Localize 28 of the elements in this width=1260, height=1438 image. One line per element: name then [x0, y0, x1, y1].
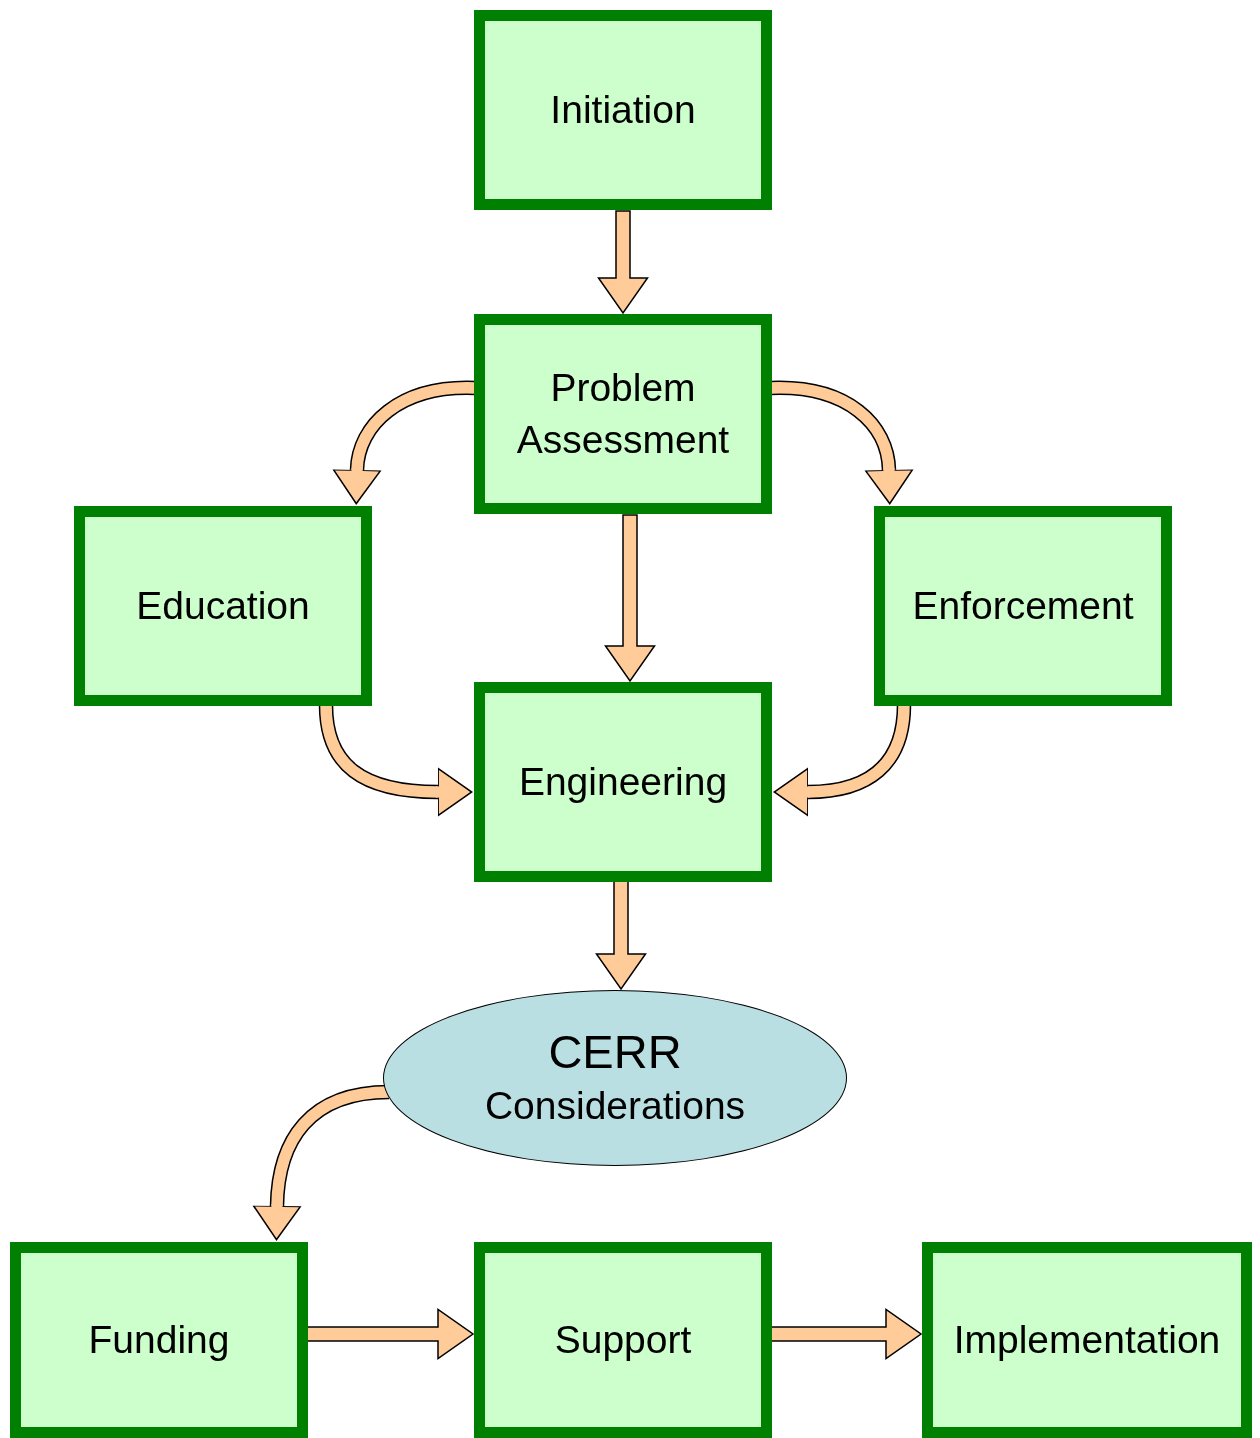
node-label: CERR — [548, 1024, 682, 1080]
block-arrow — [604, 514, 656, 683]
block-arrow — [595, 880, 647, 991]
node-label: Engineering — [518, 759, 728, 805]
block-arrow — [770, 1308, 923, 1360]
node-label: Support — [554, 1317, 692, 1363]
process-box — [922, 1242, 1252, 1438]
block-arrow — [770, 380, 914, 505]
node-label: Education — [136, 583, 310, 629]
process-box — [10, 1242, 308, 1438]
block-arrow — [318, 704, 473, 817]
process-box — [474, 682, 772, 882]
process-box — [474, 1242, 772, 1438]
node-label: Problem Assessment — [515, 365, 731, 463]
node-label: Initiation — [550, 87, 696, 133]
process-box — [874, 506, 1172, 706]
block-arrow — [332, 380, 476, 505]
node-label: Funding — [88, 1317, 230, 1363]
process-box — [474, 10, 772, 210]
block-arrow — [252, 1084, 390, 1241]
node-label: Implementation — [953, 1317, 1221, 1363]
node-label: Considerations — [484, 1083, 746, 1129]
block-arrow — [597, 210, 649, 315]
process-box — [474, 314, 772, 514]
block-arrow — [773, 704, 912, 817]
process-box — [74, 506, 372, 706]
node-label: Enforcement — [912, 583, 1134, 629]
block-arrow — [306, 1308, 475, 1360]
